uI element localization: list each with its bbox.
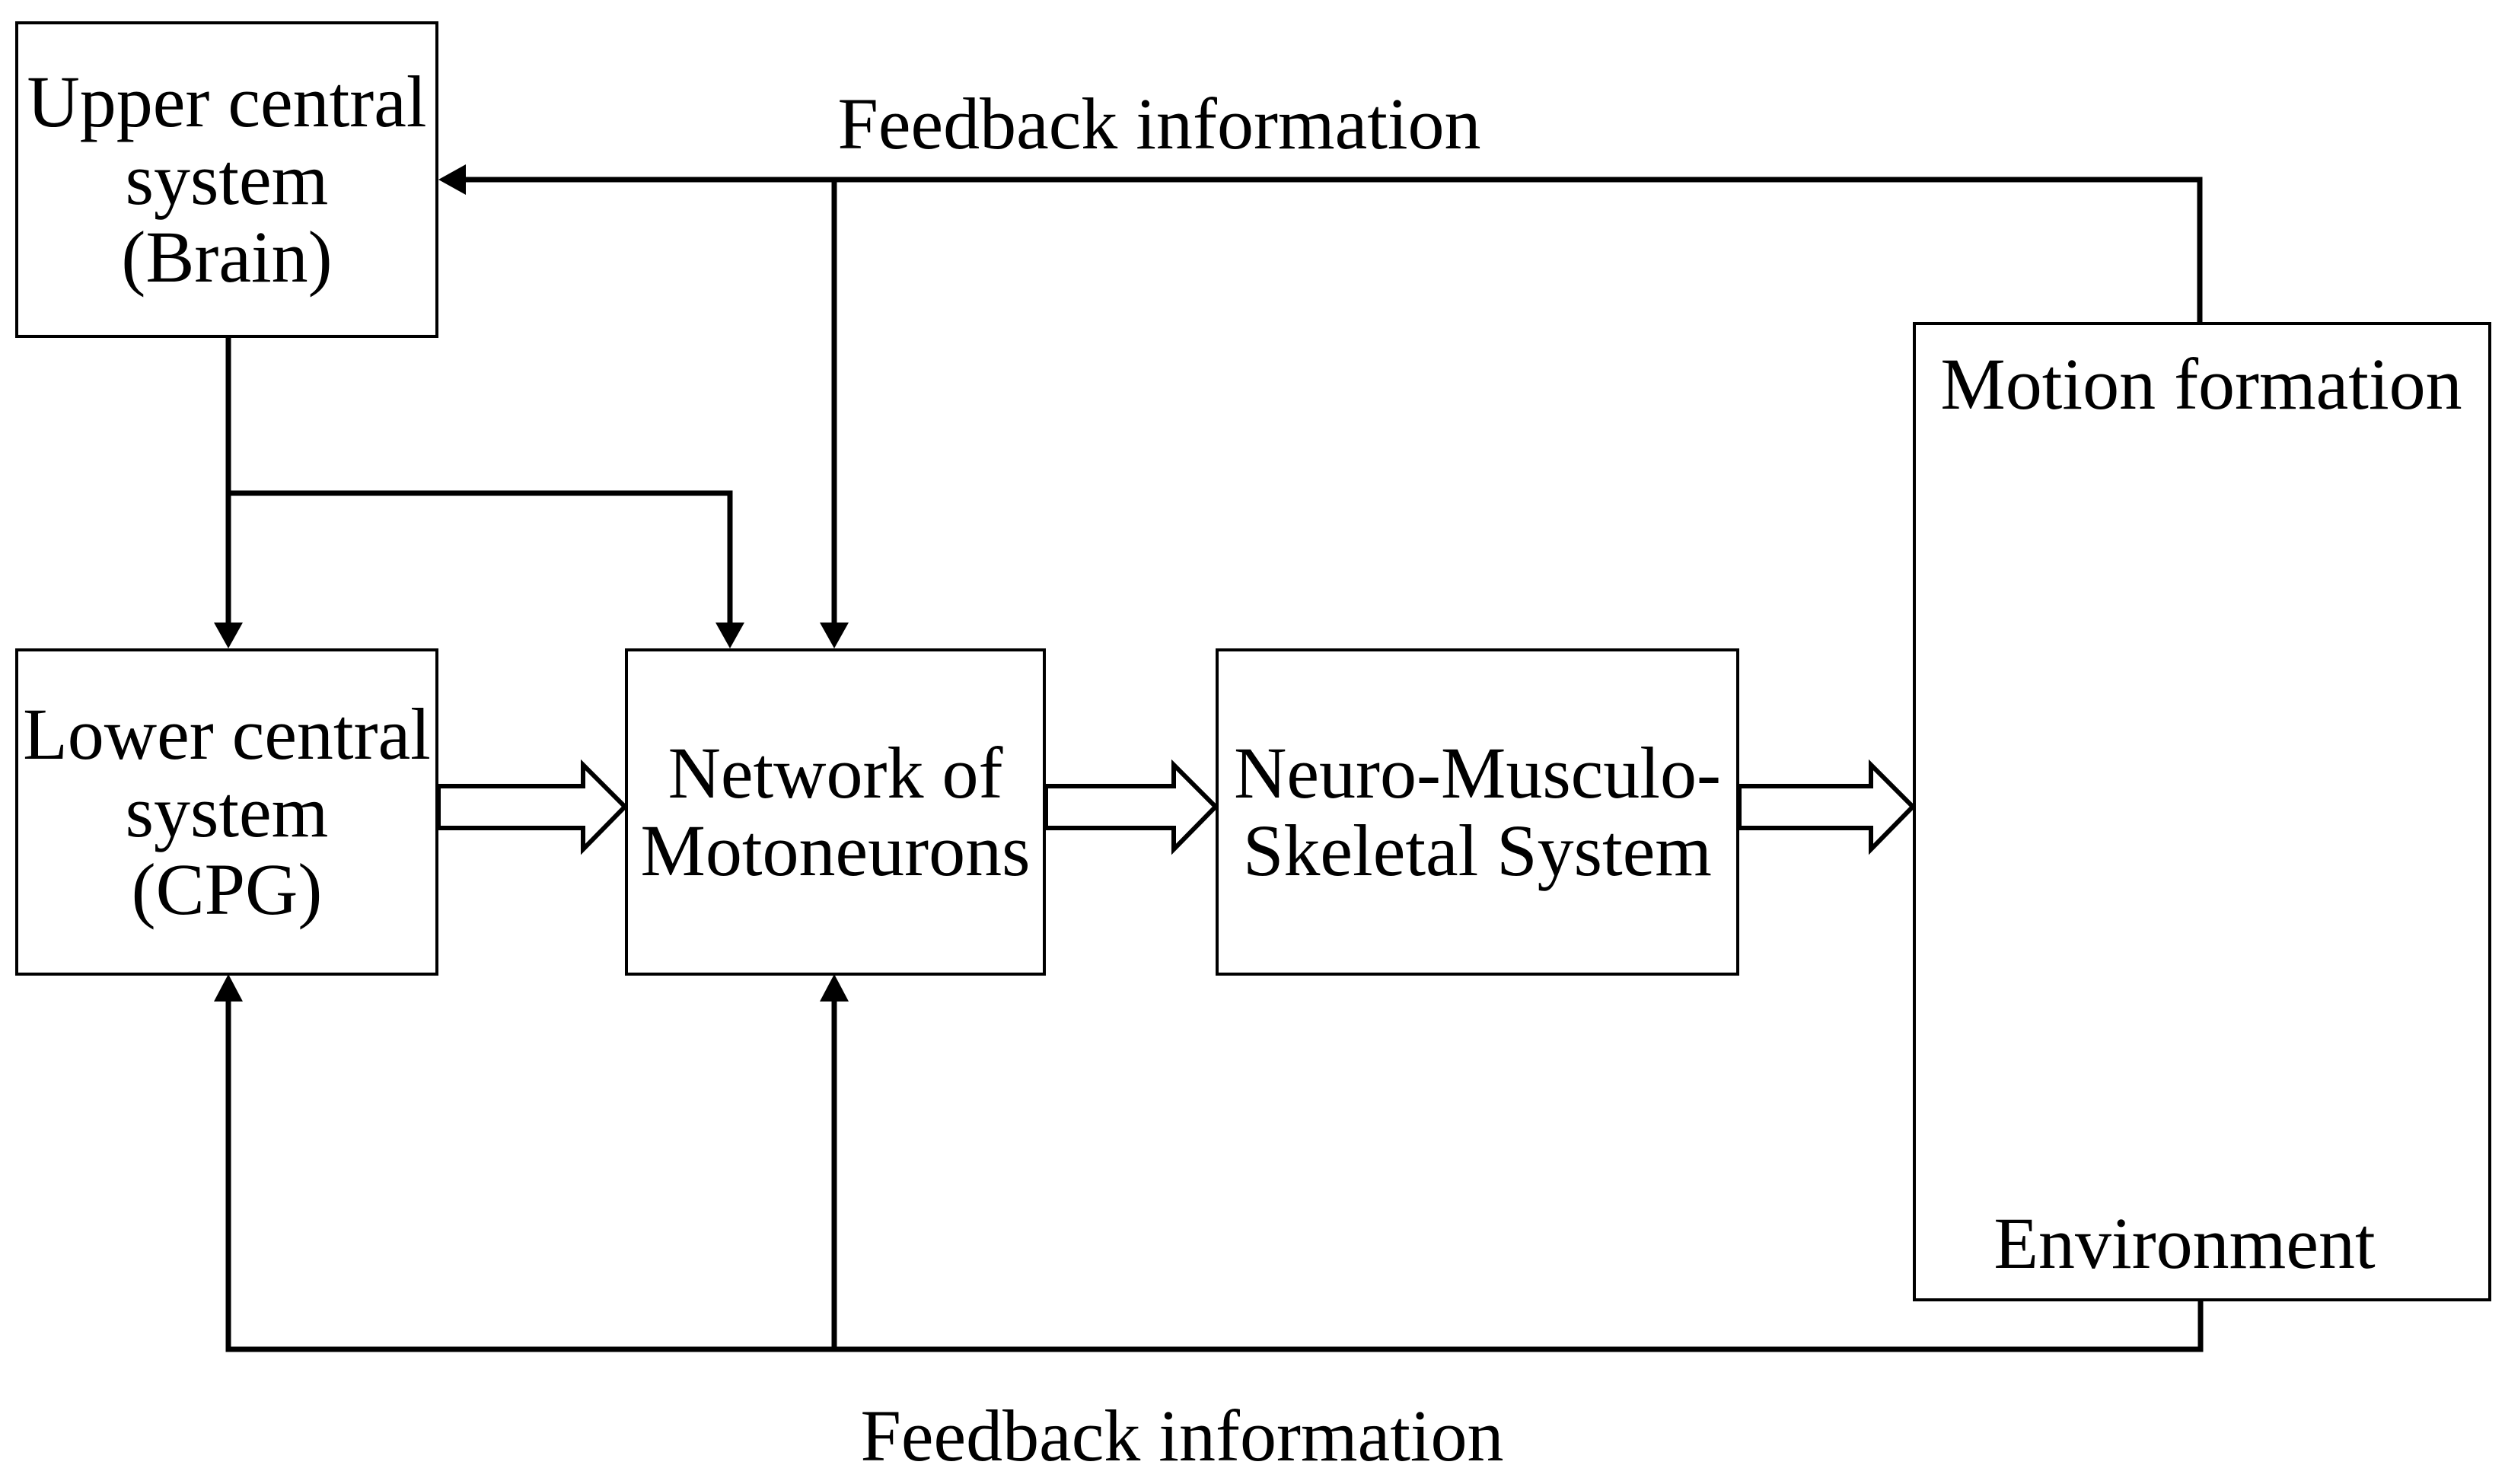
feedback-bottom-line: [225, 1000, 2204, 1352]
motoneuron-network-box: Network of Motoneurons: [625, 648, 1046, 976]
upper-central-system-label: Upper central system (Brain): [27, 61, 427, 298]
neuro-musculo-skeletal-box: Neuro-Musculo- Skeletal System: [1216, 648, 1739, 976]
environment-label: Environment: [1993, 1202, 2376, 1284]
nms-to-motion-hollow-arrow: [1737, 759, 1917, 855]
lower-central-system-box: Lower central system (CPG): [15, 648, 438, 976]
feedback-information-bottom-label: Feedback information: [860, 1395, 1504, 1476]
arrowhead-into-network-box-bottom: [820, 974, 849, 1002]
motoneuron-network-label: Network of Motoneurons: [640, 732, 1031, 891]
cpg-to-network-hollow-arrow: [436, 759, 629, 855]
feedback-information-top-label: Feedback information: [837, 83, 1481, 164]
network-to-nms-hollow-arrow: [1044, 759, 1219, 855]
feedback-top-line: [464, 177, 2203, 322]
arrowhead-into-lower-box-top: [214, 623, 243, 648]
lower-central-system-label: Lower central system (CPG): [23, 693, 431, 930]
motion-formation-box: [1913, 322, 2491, 1301]
motion-formation-title: Motion formation: [1940, 343, 2462, 425]
arrowhead-into-lower-box-bottom: [214, 974, 243, 1002]
arrowhead-into-network-box-top-left: [715, 623, 744, 648]
neuro-musculo-skeletal-label: Neuro-Musculo- Skeletal System: [1234, 732, 1721, 891]
brain-to-network-line: [228, 490, 733, 626]
arrowhead-into-network-box-top-right: [820, 623, 849, 648]
upper-central-system-box: Upper central system (Brain): [15, 21, 438, 338]
arrowhead-into-upper-box: [438, 164, 466, 195]
